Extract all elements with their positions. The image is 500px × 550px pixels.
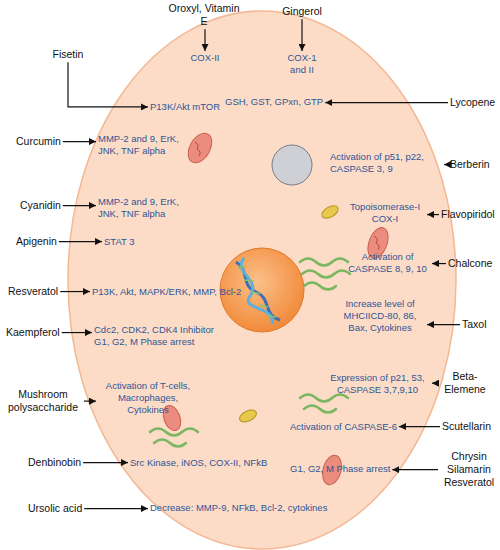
compound-label: Lycopene: [450, 96, 495, 109]
target-label: Cdc2, CDK2, CDK4 Inhibitor G1, G2, M Pha…: [94, 324, 229, 348]
compound-label: Chalcone: [448, 257, 492, 270]
target-label: Activation of CASPASE-6: [290, 421, 397, 433]
node-text: Lycopene: [450, 96, 495, 109]
inhibition-arrow: [63, 141, 96, 142]
target-label: Expression of p21, 53, CASPASE 3,7,9,10: [325, 372, 430, 396]
target-label: P13K, Akt, MAPK/ERK, MMP, Bcl-2: [92, 286, 241, 298]
node-text: GSH, GST, GPxn, GTP: [225, 96, 323, 108]
node-text: Cyanidin: [20, 199, 61, 212]
node-text: MMP-2 and 9, ErK, JNK, TNF alpha: [98, 133, 193, 157]
node-text: Oroxyl, Vitamin E: [168, 2, 240, 28]
node-text: Activation of T-cells, Macrophages, Cyto…: [98, 380, 198, 416]
node-text: Kaempferol: [6, 326, 60, 339]
compound-label: Scutellarin: [442, 420, 491, 433]
compound-label: Apigenin: [16, 235, 57, 248]
node-text: Chalcone: [448, 257, 492, 270]
node-text: G1, G2, M Phase arrest: [290, 463, 390, 475]
inhibition-arrow: [444, 164, 448, 165]
compound-label: Resveratol: [8, 285, 58, 298]
compound-label: Berberin: [450, 158, 490, 171]
compound-label: Denbinobin: [28, 456, 81, 469]
node-text: Scutellarin: [442, 420, 491, 433]
compound-label: Fisetin: [46, 48, 90, 61]
node-text: Expression of p21, 53, CASPASE 3,7,9,10: [325, 372, 430, 396]
node-text: MMP-2 and 9, ErK, JNK, TNF alpha: [98, 196, 193, 220]
node-text: STAT 3: [104, 236, 135, 248]
node-text: Ursolic acid: [28, 502, 82, 515]
target-label: Activation of p51, p22, CASPASE 3, 9: [330, 151, 442, 175]
compound-label: Beta-Elemene: [440, 370, 490, 396]
compound-label: Kaempferol: [6, 326, 60, 339]
node-text: Berberin: [450, 158, 490, 171]
node-text: Gingerol: [276, 5, 328, 18]
node-text: Increase level of MHCIICD-80, 86, Bax, C…: [335, 298, 425, 334]
node-text: Decrease: MMP-9, NFkB, Bcl-2, cytokines: [150, 502, 327, 514]
compound-label: Ursolic acid: [28, 502, 82, 515]
node-text: Apigenin: [16, 235, 57, 248]
node-text: P13K/Akt mTOR: [150, 101, 220, 113]
node-text: COX-1 and II: [282, 52, 322, 76]
inhibition-arrow: [84, 508, 148, 509]
target-label: Activation of CASPASE 8, 9, 10: [345, 251, 430, 275]
compound-label: Mushroom polysaccharide: [4, 388, 82, 414]
compound-label: Chrysin Silamarin Resveratol: [440, 450, 498, 489]
compound-label: Gingerol: [276, 5, 328, 18]
vacuole: [272, 145, 312, 185]
compound-label: Curcumin: [16, 135, 61, 148]
target-label: MMP-2 and 9, ErK, JNK, TNF alpha: [98, 133, 193, 157]
dna-helix: [236, 258, 280, 324]
target-label: Src Kinase, iNOS, COX-II, NFkB: [130, 457, 267, 469]
node-text: Beta-Elemene: [440, 370, 490, 396]
node-text: Mushroom polysaccharide: [4, 388, 82, 414]
target-label: COX-II: [180, 52, 230, 64]
node-text: COX-II: [180, 52, 230, 64]
node-text: Resveratol: [8, 285, 58, 298]
node-text: Topoisomerase-I COX-I: [345, 201, 425, 225]
node-text: Curcumin: [16, 135, 61, 148]
target-label: P13K/Akt mTOR: [150, 101, 220, 113]
cell-membrane: [68, 11, 456, 549]
target-label: COX-1 and II: [282, 52, 322, 76]
node-text: Activation of CASPASE 8, 9, 10: [345, 251, 430, 275]
node-text: Activation of CASPASE-6: [290, 421, 397, 433]
target-label: MMP-2 and 9, ErK, JNK, TNF alpha: [98, 196, 193, 220]
node-text: Activation of p51, p22, CASPASE 3, 9: [330, 151, 442, 175]
target-label: Increase level of MHCIICD-80, 86, Bax, C…: [335, 298, 425, 334]
node-text: Fisetin: [46, 48, 90, 61]
target-label: GSH, GST, GPxn, GTP: [225, 96, 323, 108]
target-label: G1, G2, M Phase arrest: [290, 463, 390, 475]
node-text: Flavopiridol: [441, 208, 495, 221]
compound-label: Oroxyl, Vitamin E: [168, 2, 240, 28]
node-text: Chrysin Silamarin Resveratol: [440, 450, 498, 489]
node-text: Denbinobin: [28, 456, 81, 469]
node-text: Src Kinase, iNOS, COX-II, NFkB: [130, 457, 267, 469]
node-text: Cdc2, CDK2, CDK4 Inhibitor G1, G2, M Pha…: [94, 324, 229, 348]
node-text: P13K, Akt, MAPK/ERK, MMP, Bcl-2: [92, 286, 241, 298]
target-label: Topoisomerase-I COX-I: [345, 201, 425, 225]
compound-label: Taxol: [462, 318, 487, 331]
target-label: Decrease: MMP-9, NFkB, Bcl-2, cytokines: [150, 502, 327, 514]
node-text: Taxol: [462, 318, 487, 331]
target-label: STAT 3: [104, 236, 135, 248]
compound-label: Flavopiridol: [441, 208, 495, 221]
target-label: Activation of T-cells, Macrophages, Cyto…: [98, 380, 198, 416]
compound-label: Cyanidin: [20, 199, 61, 212]
